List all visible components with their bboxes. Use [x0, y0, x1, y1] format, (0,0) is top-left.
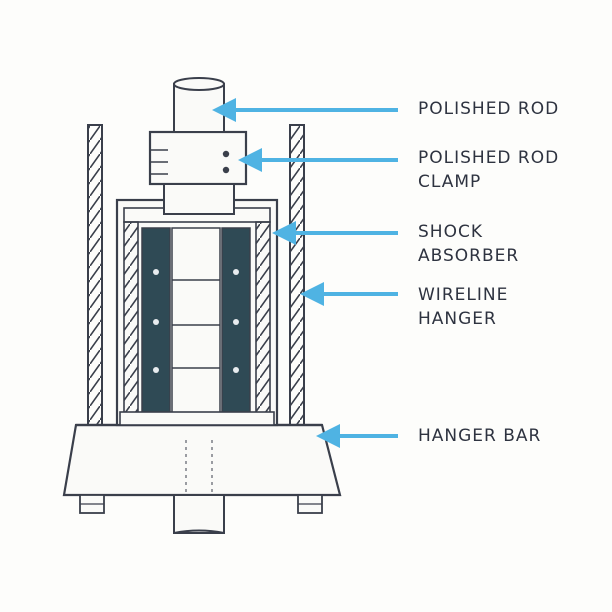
- arrow-wireline-hanger: [300, 282, 398, 306]
- arrow-shock-absorber: [272, 221, 398, 245]
- label-hanger-bar: HANGER BAR: [418, 426, 542, 446]
- label-clamp-line1: POLISHED ROD: [418, 148, 560, 168]
- label-shock-line1: SHOCK: [418, 222, 483, 242]
- label-wireline-line1: WIRELINE: [418, 285, 509, 305]
- polished-rod-upper: [173, 77, 225, 133]
- wireline-right: [289, 124, 305, 426]
- arrow-polished-rod: [212, 98, 398, 122]
- bolt-right: [297, 494, 323, 514]
- polished-rod-lower: [173, 440, 225, 534]
- label-clamp-line2: CLAMP: [418, 172, 482, 192]
- label-shock-line2: ABSORBER: [418, 246, 520, 266]
- arrow-hanger-bar: [316, 424, 398, 448]
- bolt-left: [79, 494, 105, 514]
- arrow-clamp: [238, 148, 398, 172]
- polished-rod-clamp: [148, 130, 248, 215]
- wireline-left: [87, 124, 103, 426]
- shock-absorber: [115, 198, 279, 427]
- hanger-bar: [62, 423, 342, 497]
- label-wireline-line2: HANGER: [418, 309, 497, 329]
- label-polished-rod: POLISHED ROD: [418, 99, 560, 119]
